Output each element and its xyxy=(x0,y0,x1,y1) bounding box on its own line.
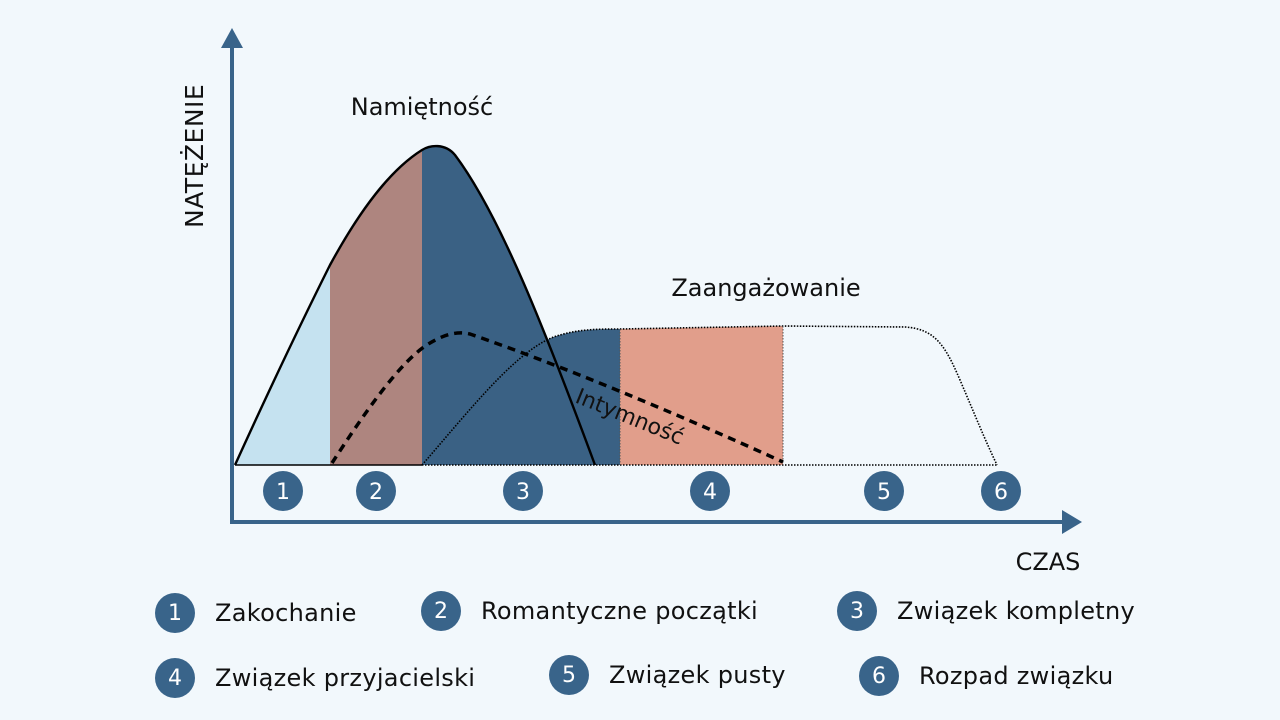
region-romantyczne-poczatki xyxy=(330,150,422,465)
legend-label: Rozpad związku xyxy=(919,662,1114,690)
legend-badge: 5 xyxy=(549,655,589,695)
y-axis-label: NATĘŻENIE xyxy=(180,84,209,228)
legend-label: Związek kompletny xyxy=(897,597,1136,625)
stage-marker-number: 2 xyxy=(369,480,383,505)
legend-badge: 2 xyxy=(421,591,461,631)
x-axis-label: CZAS xyxy=(1016,548,1081,576)
legend-badge: 4 xyxy=(155,658,195,698)
legend-item-zakochanie: 1 Zakochanie xyxy=(155,593,357,633)
commitment-label: Zaangażowanie xyxy=(671,274,860,302)
stage-marker-3: 3 xyxy=(503,471,543,511)
legend-item-zwiazek-kompletny: 3 Związek kompletny xyxy=(837,591,1135,631)
region-zwiazek-przyjacielski xyxy=(620,326,783,465)
legend-item-zwiazek-pusty: 5 Związek pusty xyxy=(549,655,786,695)
stage-marker-5: 5 xyxy=(864,471,904,511)
stage-marker-number: 4 xyxy=(703,480,717,505)
legend-badge: 3 xyxy=(837,591,877,631)
passion-label: Namiętność xyxy=(351,93,493,121)
region-zwiazek-kompletny-commitment xyxy=(422,329,620,465)
legend-label: Związek pusty xyxy=(609,661,786,689)
stage-marker-number: 1 xyxy=(276,480,290,505)
stage-marker-number: 5 xyxy=(877,480,891,505)
legend-label: Romantyczne początki xyxy=(481,597,758,625)
stage-marker-2: 2 xyxy=(356,471,396,511)
legend-item-rozpad-zwiazku: 6 Rozpad związku xyxy=(859,656,1113,696)
y-axis-arrow-icon xyxy=(221,28,243,48)
stage-marker-6: 6 xyxy=(981,471,1021,511)
legend-item-romantyczne-poczatki: 2 Romantyczne początki xyxy=(421,591,758,631)
stage-marker-number: 3 xyxy=(516,480,530,505)
legend-badge: 6 xyxy=(859,656,899,696)
legend-label: Związek przyjacielski xyxy=(215,664,476,692)
passion-curve xyxy=(233,144,597,466)
x-axis-arrow-icon xyxy=(1062,510,1082,534)
intimacy-curve xyxy=(330,331,784,464)
stage-marker-number: 6 xyxy=(994,480,1008,505)
legend-item-zwiazek-przyjacielski: 4 Związek przyjacielski xyxy=(155,658,475,698)
legend-badge: 1 xyxy=(155,593,195,633)
legend-label: Zakochanie xyxy=(215,599,357,627)
stage-marker-4: 4 xyxy=(690,471,730,511)
stage-marker-1: 1 xyxy=(263,471,303,511)
